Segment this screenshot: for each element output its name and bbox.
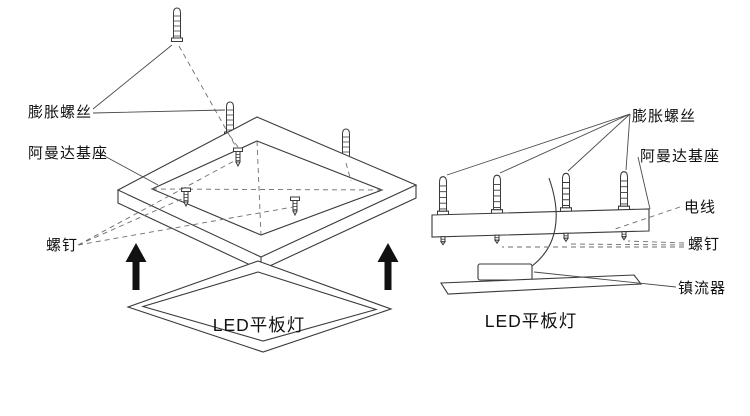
expansion-screw-icon xyxy=(171,7,183,42)
label-expansion-screw: 膨胀螺丝 xyxy=(632,108,696,125)
mount-frame-outer xyxy=(116,116,418,258)
label-led-panel: LED平板灯 xyxy=(485,311,578,331)
expansion-screw-icon xyxy=(490,174,504,215)
screw-tip-icon xyxy=(621,231,627,241)
screw-tip-icon xyxy=(494,234,500,244)
expansion-screw-icon xyxy=(617,171,631,211)
label-led-panel: LED平板灯 xyxy=(213,315,306,335)
label-mount-base: 阿曼达基座 xyxy=(640,148,720,165)
expansion-screw-icon xyxy=(436,176,450,216)
label-ballast: 镇流器 xyxy=(678,280,726,297)
expansion-screw-icon xyxy=(559,172,573,213)
ballast xyxy=(477,263,533,281)
screw-tip-icon xyxy=(563,232,569,242)
right-view: 膨胀螺丝 阿曼达基座 电线 螺钉 镇流器 LED平板灯 xyxy=(431,108,726,331)
up-arrow xyxy=(125,243,147,290)
screw-alignment-dashed-lines xyxy=(178,45,352,182)
screw-tip-icon xyxy=(440,236,446,246)
up-arrow xyxy=(377,243,399,290)
label-wire: 电线 xyxy=(684,199,716,216)
leader-lines-right xyxy=(446,113,677,288)
label-screw: 螺钉 xyxy=(688,236,720,253)
label-screw: 螺钉 xyxy=(46,237,78,254)
left-view: 膨胀螺丝 阿曼达基座 螺钉 LED平板灯 xyxy=(28,7,418,353)
led-panel-inner xyxy=(141,271,378,342)
wire xyxy=(531,177,557,267)
screw-leader-dashed-lines xyxy=(77,159,294,246)
mount-bar xyxy=(431,208,650,238)
label-mount-base: 阿曼达基座 xyxy=(28,145,108,162)
label-expansion-screw: 膨胀螺丝 xyxy=(28,104,92,121)
leader-lines-left xyxy=(92,44,226,186)
leader-dashed-lines-right xyxy=(502,206,685,248)
led-panel-side xyxy=(440,274,643,295)
led-panel-outer xyxy=(126,260,393,353)
